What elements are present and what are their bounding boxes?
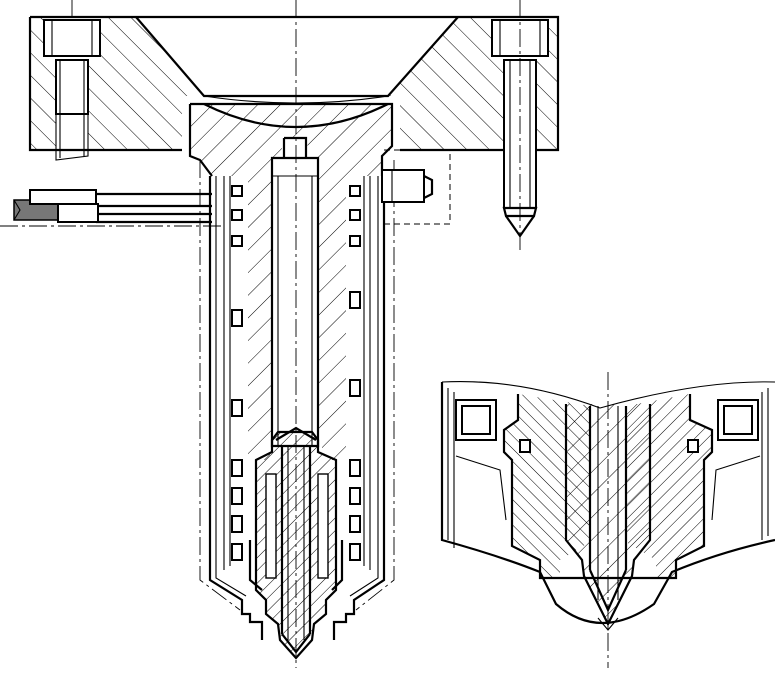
nozzle-tip-detail-view [440, 372, 775, 668]
thermocouple-pin [381, 149, 451, 225]
heater-casing [199, 160, 395, 640]
electrical-connector [13, 189, 212, 224]
left-cap-screw [43, 19, 101, 161]
heater-coil-left [231, 185, 243, 561]
nozzle-head [188, 102, 394, 460]
heater-coil-right [349, 185, 361, 561]
main-section-view [0, 0, 560, 668]
right-cap-screw [491, 19, 549, 238]
